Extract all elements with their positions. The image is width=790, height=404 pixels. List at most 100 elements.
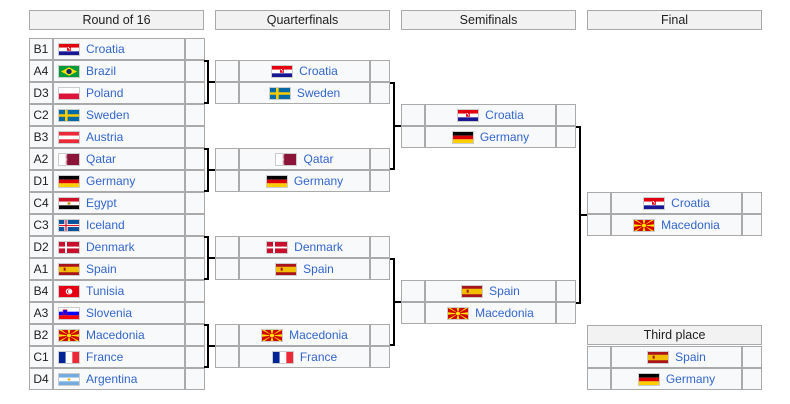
blank-seed-cell [401, 104, 425, 126]
bracket-row: Germany [401, 126, 576, 148]
team-link[interactable]: Argentina [86, 372, 138, 386]
score-cell [185, 60, 205, 82]
team-link[interactable]: Spain [675, 350, 706, 364]
iceland-flag-icon [58, 218, 80, 232]
team-cell: Croatia [611, 192, 742, 214]
team-cell: Croatia [53, 38, 185, 60]
team-cell: Spain [239, 258, 370, 280]
connector-line [204, 60, 208, 62]
team-link[interactable]: Denmark [86, 240, 135, 254]
connector-line [390, 168, 394, 170]
team-cell: Qatar [53, 148, 185, 170]
team-link[interactable]: Qatar [86, 152, 117, 166]
team-link[interactable]: Macedonia [661, 218, 720, 232]
team-cell: Croatia [239, 60, 370, 82]
bracket-row: Germany [587, 368, 762, 390]
team-cell: Brazil [53, 60, 185, 82]
team-cell: Sweden [53, 104, 185, 126]
team-link[interactable]: Germany [86, 174, 136, 188]
team-link[interactable]: Germany [293, 174, 344, 188]
connector-line [390, 258, 394, 260]
tunisia-flag-icon [58, 284, 80, 298]
team-link[interactable]: Croatia [485, 108, 524, 122]
score-cell [185, 82, 205, 104]
score-cell [370, 148, 390, 170]
team-cell: Macedonia [611, 214, 742, 236]
team-link[interactable]: Iceland [86, 218, 125, 232]
team-link[interactable]: Croatia [299, 64, 338, 78]
score-cell [742, 192, 762, 214]
score-cell [185, 214, 205, 236]
team-link[interactable]: Sweden [296, 86, 341, 100]
macedonia-flag-icon [447, 306, 470, 320]
bracket-row: Sweden [215, 82, 390, 104]
bracket-row: Qatar [215, 148, 390, 170]
team-cell: France [53, 346, 185, 368]
bracket-row: Macedonia [401, 302, 576, 324]
bracket-row: Spain [215, 258, 390, 280]
team-link[interactable]: Croatia [86, 42, 125, 56]
score-cell [185, 170, 205, 192]
bracket-row: Croatia [401, 104, 576, 126]
germany-flag-icon [265, 174, 288, 188]
team-cell: Egypt [53, 192, 185, 214]
connector-line [207, 257, 215, 259]
team-link[interactable]: Brazil [86, 64, 117, 78]
score-cell [370, 60, 390, 82]
team-cell: Germany [53, 170, 185, 192]
bracket-row: Macedonia [587, 214, 762, 236]
team-link[interactable]: Slovenia [86, 306, 133, 320]
team-cell: Austria [53, 126, 185, 148]
team-cell: Slovenia [53, 302, 185, 324]
france-flag-icon [58, 350, 80, 364]
team-link[interactable]: France [299, 350, 338, 364]
final-header: Final [587, 10, 762, 30]
team-link[interactable]: Tunisia [86, 284, 125, 298]
score-cell [556, 126, 576, 148]
qatar-flag-icon [275, 152, 298, 166]
croatia-flag-icon [643, 196, 666, 210]
team-link[interactable]: Croatia [671, 196, 710, 210]
seed-cell: C4 [29, 192, 53, 214]
score-cell [370, 324, 390, 346]
team-link[interactable]: Denmark [294, 240, 343, 254]
team-cell: Spain [611, 346, 742, 368]
connector-line [204, 366, 208, 368]
seed-cell: B3 [29, 126, 53, 148]
team-cell: France [239, 346, 370, 368]
team-link[interactable]: Spain [86, 262, 117, 276]
team-link[interactable]: Germany [665, 372, 716, 386]
team-link[interactable]: Spain [489, 284, 520, 298]
team-link[interactable]: Egypt [86, 196, 117, 210]
score-cell [185, 126, 205, 148]
qatar-flag-icon [58, 152, 80, 166]
team-link[interactable]: Austria [86, 130, 124, 144]
team-cell: Argentina [53, 368, 185, 390]
team-link[interactable]: Macedonia [289, 328, 348, 342]
score-cell [370, 236, 390, 258]
bracket-row: Macedonia [215, 324, 390, 346]
team-link[interactable]: Spain [303, 262, 334, 276]
connector-line [579, 214, 587, 216]
connector-line [204, 236, 208, 238]
connector-line [393, 125, 401, 127]
austria-flag-icon [58, 130, 80, 144]
seed-cell: D4 [29, 368, 53, 390]
team-link[interactable]: Germany [479, 130, 530, 144]
team-link[interactable]: France [86, 350, 124, 364]
blank-seed-cell [215, 60, 239, 82]
team-link[interactable]: Macedonia [475, 306, 534, 320]
team-link[interactable]: Sweden [86, 108, 130, 122]
score-cell [185, 368, 205, 390]
germany-flag-icon [637, 372, 660, 386]
blank-seed-cell [587, 214, 611, 236]
seed-cell: D2 [29, 236, 53, 258]
team-link[interactable]: Macedonia [86, 328, 145, 342]
team-link[interactable]: Poland [86, 86, 124, 100]
connector-line [390, 82, 394, 84]
blank-seed-cell [215, 346, 239, 368]
team-link[interactable]: Qatar [303, 152, 334, 166]
bracket-row: Spain [587, 346, 762, 368]
